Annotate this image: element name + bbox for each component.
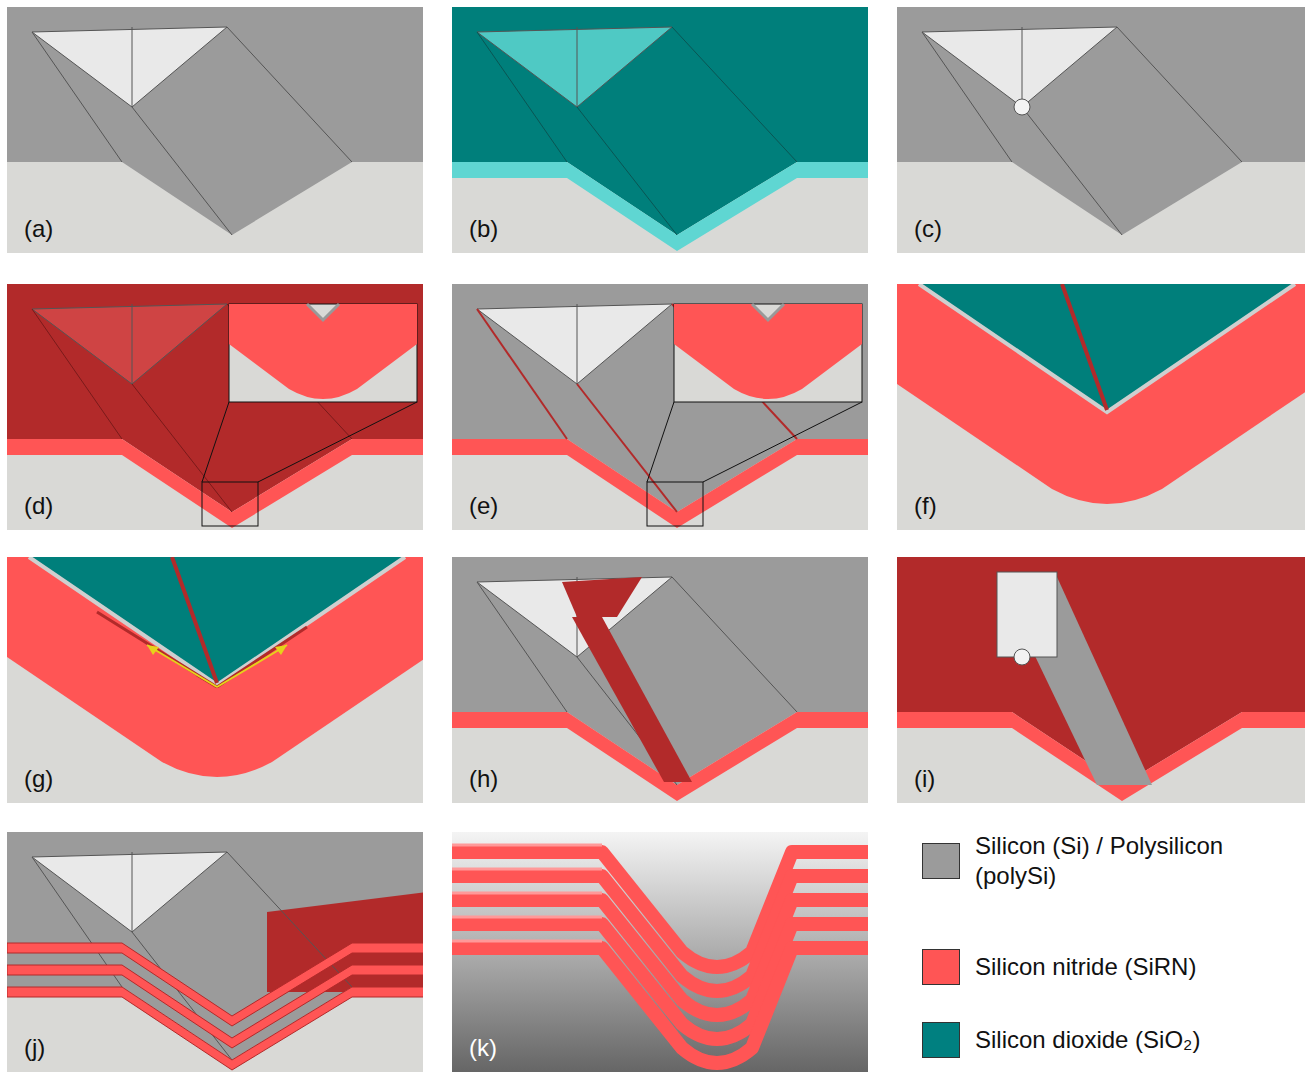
process-step-panel (452, 832, 868, 1072)
process-step-panel (452, 557, 868, 803)
legend-swatch (922, 843, 960, 879)
legend-swatch (922, 949, 960, 985)
panel-letter: (j) (24, 1034, 45, 1062)
panel-letter: (c) (914, 215, 942, 243)
legend-swatch (922, 1022, 960, 1058)
process-step-panel (897, 284, 1305, 530)
panel-letter: (h) (469, 765, 498, 793)
legend-text: Silicon nitride (SiRN) (975, 952, 1265, 982)
process-step-panel (7, 7, 423, 253)
panel-letter: (g) (24, 765, 53, 793)
process-step-panel (452, 7, 868, 253)
process-step-panel (897, 557, 1305, 803)
legend-text: Silicon (Si) / Polysilicon (polySi) (975, 831, 1265, 891)
legend-text: Silicon dioxide (SiO₂) (975, 1025, 1265, 1055)
panel-letter: (e) (469, 492, 498, 520)
panel-letter: (f) (914, 492, 937, 520)
process-step-panel (897, 7, 1305, 253)
panel-letter: (k) (469, 1034, 497, 1062)
process-step-panel (7, 284, 423, 530)
panel-letter: (i) (914, 765, 935, 793)
panel-letter: (a) (24, 215, 53, 243)
panel-letter: (b) (469, 215, 498, 243)
panel-letter: (d) (24, 492, 53, 520)
process-step-panel (7, 557, 423, 803)
process-step-panel (452, 284, 868, 530)
process-step-panel (7, 832, 423, 1072)
